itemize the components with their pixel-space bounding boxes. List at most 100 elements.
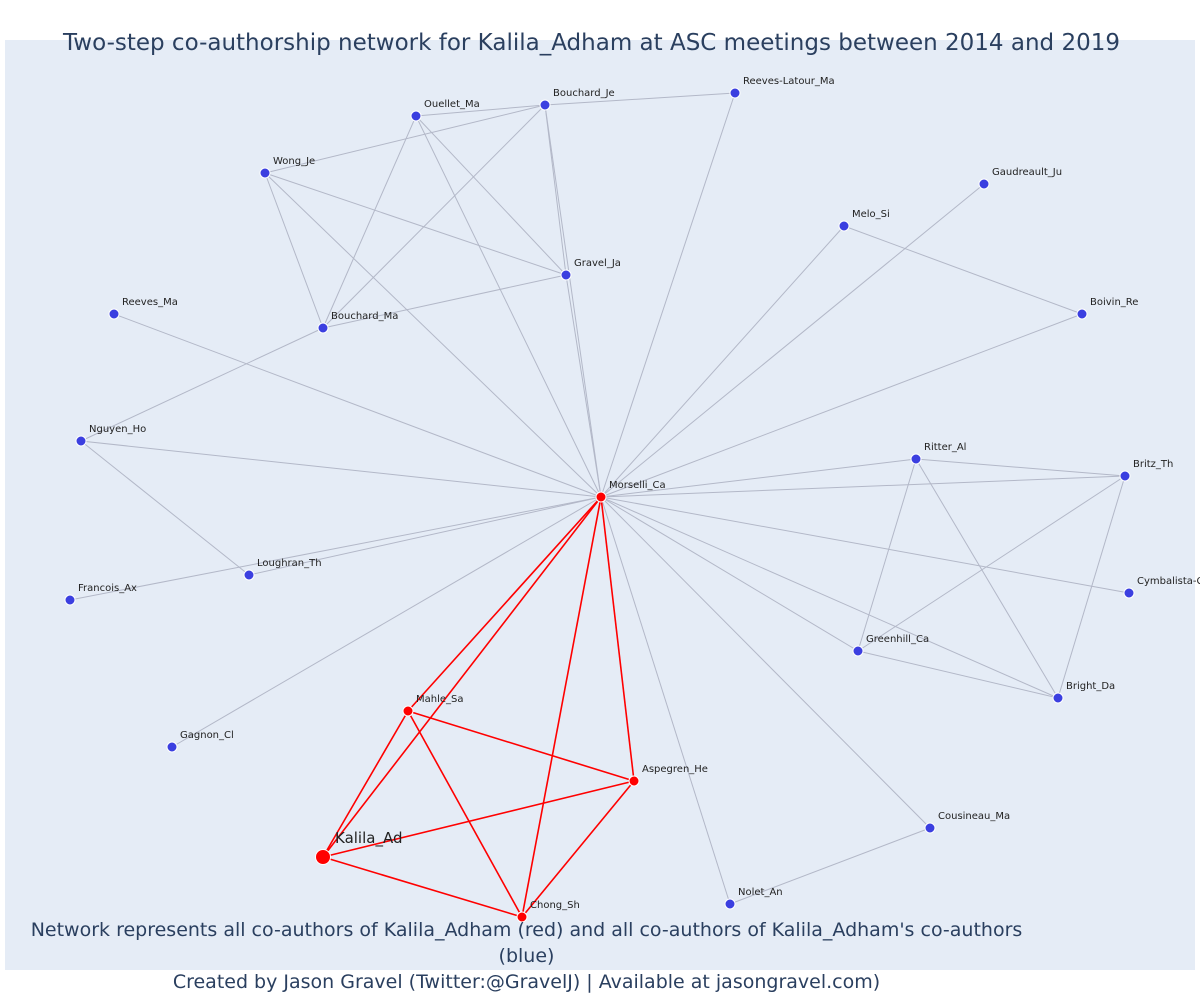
chart-caption: Network represents all co-authors of Kal…: [0, 917, 1053, 995]
edge-Wong_Je-Morselli_Ca: [264, 172, 602, 498]
edge-Melo_Si-Boivin_Re: [843, 225, 1083, 315]
node-label-Francois_Ax: Francois_Ax: [78, 583, 137, 594]
edge-Ritter_Al-Morselli_Ca: [600, 458, 917, 498]
node-Ritter_Al[interactable]: [910, 453, 922, 465]
node-label-Nguyen_Ho: Nguyen_Ho: [89, 424, 146, 435]
node-Nguyen_Ho[interactable]: [75, 435, 87, 447]
node-label-Chong_Sh: Chong_Sh: [530, 900, 580, 911]
node-Cousineau_Ma[interactable]: [924, 822, 936, 834]
node-label-Cousineau_Ma: Cousineau_Ma: [938, 811, 1010, 822]
edge-Gravel_Ja-Bouchard_Ma: [322, 274, 567, 329]
node-label-Greenhill_Ca: Greenhill_Ca: [866, 634, 929, 645]
node-Bright_Da[interactable]: [1052, 692, 1064, 704]
edge-Greenhill_Ca-Morselli_Ca: [600, 496, 859, 652]
node-label-Bouchard_Ma: Bouchard_Ma: [331, 311, 398, 322]
edge-Bouchard_Je-Wong_Je: [264, 104, 546, 174]
chart-title: Two-step co-authorship network for Kalil…: [63, 30, 1120, 56]
node-Wong_Je[interactable]: [259, 167, 271, 179]
label-layer: Ouellet_MaBouchard_JeReeves-Latour_MaWon…: [78, 76, 1200, 911]
caption-line-2: Created by Jason Gravel (Twitter:@Gravel…: [172, 971, 881, 993]
edge-Wong_Je-Gravel_Ja: [264, 172, 567, 276]
node-label-Bouchard_Je: Bouchard_Je: [553, 88, 615, 99]
node-Gagnon_Cl[interactable]: [166, 741, 178, 753]
node-label-Melo_Si: Melo_Si: [852, 209, 890, 220]
node-Reeves_Ma[interactable]: [108, 308, 120, 320]
node-Gaudreault_Ju[interactable]: [978, 178, 990, 190]
edge-Bouchard_Je-Morselli_Ca: [544, 104, 602, 498]
node-label-Wong_Je: Wong_Je: [273, 156, 315, 167]
edge-Ouellet_Ma-Morselli_Ca: [415, 115, 602, 498]
node-Melo_Si[interactable]: [838, 220, 850, 232]
node-label-Loughran_Th: Loughran_Th: [257, 558, 322, 569]
edge-Morselli_Ca-Mahle_Sa: [407, 496, 602, 712]
node-label-Mahle_Sa: Mahle_Sa: [416, 694, 464, 705]
node-Mahle_Sa[interactable]: [402, 705, 414, 717]
node-label-Britz_Th: Britz_Th: [1133, 459, 1173, 470]
node-layer: [64, 87, 1135, 923]
node-label-Nolet_An: Nolet_An: [738, 887, 783, 898]
node-label-Boivin_Re: Boivin_Re: [1090, 297, 1138, 308]
edge-Ritter_Al-Greenhill_Ca: [857, 458, 917, 652]
node-Morselli_Ca[interactable]: [595, 491, 607, 503]
node-Greenhill_Ca[interactable]: [852, 645, 864, 657]
edge-Gagnon_Cl-Morselli_Ca: [171, 496, 602, 748]
edge-Mahle_Sa-Chong_Sh: [407, 710, 523, 918]
node-label-Bright_Da: Bright_Da: [1066, 681, 1115, 692]
edge-Bouchard_Ma-Nguyen_Ho: [80, 327, 324, 442]
node-Francois_Ax[interactable]: [64, 594, 76, 606]
edge-Morselli_Ca-Chong_Sh: [521, 496, 602, 918]
edge-Wong_Je-Bouchard_Ma: [264, 172, 324, 329]
node-label-Kalila_Ad: Kalila_Ad: [335, 829, 402, 848]
node-Boivin_Re[interactable]: [1076, 308, 1088, 320]
edge-Morselli_Ca-Aspegren_He: [600, 496, 635, 782]
node-label-Gaudreault_Ju: Gaudreault_Ju: [992, 167, 1062, 178]
edge-Gaudreault_Ju-Morselli_Ca: [600, 183, 985, 498]
node-label-Reeves-Latour_Ma: Reeves-Latour_Ma: [743, 76, 835, 87]
edge-layer: [69, 92, 1130, 918]
node-Bouchard_Je[interactable]: [539, 99, 551, 111]
edge-Ritter_Al-Britz_Th: [915, 458, 1126, 477]
edge-Ritter_Al-Bright_Da: [915, 458, 1059, 699]
edge-Reeves-Latour_Ma-Morselli_Ca: [600, 92, 736, 498]
edge-Greenhill_Ca-Bright_Da: [857, 650, 1059, 699]
edge-Mahle_Sa-Aspegren_He: [407, 710, 635, 782]
node-label-Ritter_Al: Ritter_Al: [924, 442, 966, 453]
edge-Nguyen_Ho-Morselli_Ca: [80, 440, 602, 498]
edge-Bouchard_Je-Gravel_Ja: [544, 104, 567, 276]
node-Kalila_Ad[interactable]: [315, 849, 331, 865]
node-Reeves-Latour_Ma[interactable]: [729, 87, 741, 99]
edge-Nolet_An-Morselli_Ca: [600, 496, 731, 905]
edge-Bouchard_Je-Reeves-Latour_Ma: [544, 92, 736, 106]
edge-Melo_Si-Morselli_Ca: [600, 225, 845, 498]
node-label-Gravel_Ja: Gravel_Ja: [574, 258, 621, 269]
edge-Reeves_Ma-Morselli_Ca: [113, 313, 602, 498]
edge-Gravel_Ja-Morselli_Ca: [565, 274, 602, 498]
edge-Loughran_Th-Morselli_Ca: [248, 496, 602, 576]
edge-Francois_Ax-Morselli_Ca: [69, 496, 602, 601]
node-Loughran_Th[interactable]: [243, 569, 255, 581]
node-Aspegren_He[interactable]: [628, 775, 640, 787]
edge-Ouellet_Ma-Gravel_Ja: [415, 115, 567, 276]
node-Nolet_An[interactable]: [724, 898, 736, 910]
node-label-Gagnon_Cl: Gagnon_Cl: [180, 730, 234, 741]
node-Gravel_Ja[interactable]: [560, 269, 572, 281]
node-Britz_Th[interactable]: [1119, 470, 1131, 482]
edge-Kalila_Ad-Morselli_Ca: [322, 496, 602, 858]
edge-Bright_Da-Morselli_Ca: [600, 496, 1059, 699]
edge-Aspegren_He-Chong_Sh: [521, 780, 635, 918]
node-Ouellet_Ma[interactable]: [410, 110, 422, 122]
edge-Ouellet_Ma-Bouchard_Je: [415, 104, 546, 117]
edge-Nguyen_Ho-Loughran_Th: [80, 440, 250, 576]
node-Bouchard_Ma[interactable]: [317, 322, 329, 334]
edge-Bouchard_Je-Bouchard_Ma: [322, 104, 546, 329]
node-Chong_Sh[interactable]: [516, 911, 528, 923]
edge-Cousineau_Ma-Morselli_Ca: [600, 496, 931, 829]
caption-line-1: Network represents all co-authors of Kal…: [30, 919, 1023, 967]
edge-Ouellet_Ma-Bouchard_Ma: [322, 115, 417, 329]
edge-Britz_Th-Bright_Da: [1057, 475, 1126, 699]
edge-Kalila_Ad-Mahle_Sa: [322, 710, 409, 858]
node-Cymbalista-C[interactable]: [1123, 587, 1135, 599]
edge-Britz_Th-Greenhill_Ca: [857, 475, 1126, 652]
edge-Britz_Th-Morselli_Ca: [600, 475, 1126, 498]
